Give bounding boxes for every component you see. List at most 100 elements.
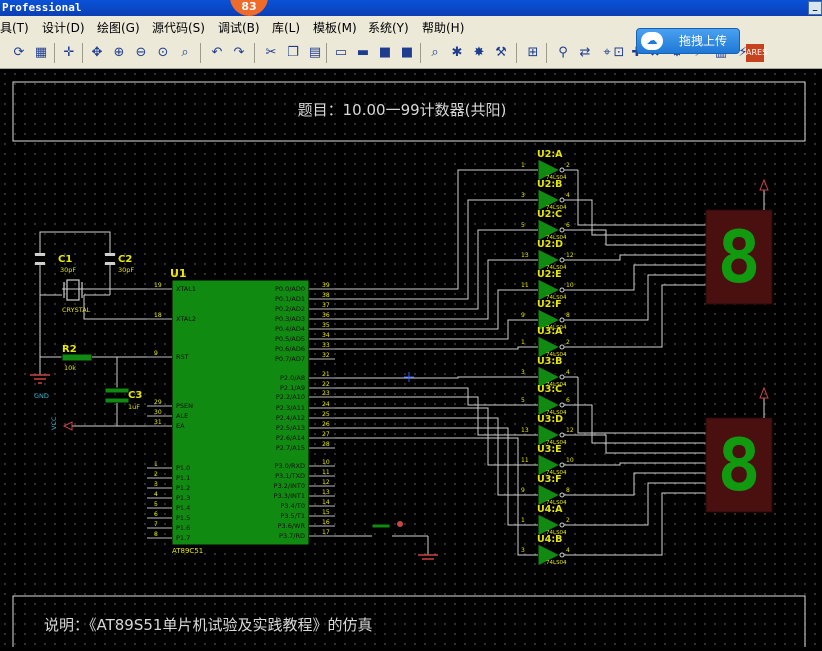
block-move-icon[interactable]: ▬ bbox=[356, 45, 370, 60]
power-arrow-icon bbox=[759, 178, 769, 191]
button-pin bbox=[397, 521, 403, 527]
menu-help[interactable]: 帮助(H) bbox=[422, 21, 465, 35]
paste-icon[interactable]: ▤ bbox=[308, 45, 322, 60]
seven-segment-display bbox=[705, 417, 773, 513]
buffer-part: 74LS04 bbox=[546, 382, 567, 388]
capacitor-c3 bbox=[104, 387, 130, 394]
minimize-button[interactable]: _ bbox=[808, 1, 822, 15]
mcu-pin-number: 31 bbox=[154, 419, 162, 426]
schematic-canvas[interactable]: 题目：10.00一99计数器(共阳)说明：《AT89S51单片机试验及实践教程》… bbox=[0, 69, 822, 651]
mcu-pin-number: 19 bbox=[154, 282, 162, 289]
mcu-body[interactable] bbox=[171, 279, 310, 546]
mcu-pin-name: P3.5/T1 bbox=[280, 512, 305, 520]
description-frame bbox=[12, 595, 806, 651]
mcu-pin-name: P0.4/AD4 bbox=[275, 325, 305, 333]
menu-system[interactable]: 系统(Y) bbox=[368, 21, 409, 35]
menu-source[interactable]: 源代码(S) bbox=[152, 21, 205, 35]
copy-icon[interactable]: ❐ bbox=[287, 45, 299, 60]
pan-icon[interactable]: ✥ bbox=[91, 45, 103, 60]
mcu-pin-number: 2 bbox=[154, 471, 158, 478]
make-device-icon[interactable]: ✱ bbox=[451, 45, 463, 60]
drag-upload-button[interactable]: ☁ 拖拽上传 bbox=[636, 28, 740, 54]
upload-label: 拖拽上传 bbox=[679, 34, 728, 48]
buffer-label: U2:A bbox=[537, 149, 563, 160]
c1-ref: C1 bbox=[58, 254, 72, 265]
wire-autoroute-icon[interactable]: ⊞ bbox=[527, 45, 539, 60]
mcu-pin-name: P1.4 bbox=[176, 504, 190, 512]
buffer-label: U2:D bbox=[537, 239, 563, 250]
segment-wire bbox=[578, 462, 706, 466]
segment-wire bbox=[578, 404, 706, 444]
origin-icon[interactable]: ✛ bbox=[63, 45, 75, 60]
segment-wire bbox=[578, 434, 706, 454]
menu-tools[interactable]: 具(T) bbox=[0, 21, 29, 35]
mcu-pin-name: P1.7 bbox=[176, 534, 190, 542]
decompose-icon[interactable]: ✸ bbox=[473, 45, 485, 60]
block-delete-icon[interactable]: ■ bbox=[400, 45, 414, 60]
grid-icon[interactable]: ▦ bbox=[34, 45, 48, 60]
push-button[interactable] bbox=[371, 523, 391, 529]
undo-icon[interactable]: ↶ bbox=[211, 45, 223, 60]
menu-graph[interactable]: 绘图(G) bbox=[97, 21, 140, 35]
zoom-all-icon[interactable]: ⊙ bbox=[157, 45, 169, 60]
mcu-pin-name: P1.6 bbox=[176, 524, 190, 532]
mcu-pin-number: 8 bbox=[154, 531, 158, 538]
mcu-pin-number: 27 bbox=[322, 431, 330, 438]
menu-debug[interactable]: 调试(B) bbox=[218, 21, 260, 35]
menu-library[interactable]: 库(L) bbox=[272, 21, 301, 35]
zoom-area-icon[interactable]: ⌕ bbox=[181, 45, 189, 60]
resistor-r2 bbox=[61, 353, 93, 362]
mcu-pin-number: 37 bbox=[322, 302, 330, 309]
segment-wire bbox=[578, 492, 706, 556]
pick-device-icon[interactable]: ⌕ bbox=[431, 45, 439, 60]
mcu-pin-number: 14 bbox=[322, 499, 330, 506]
mcu-pin-number: 18 bbox=[154, 312, 162, 319]
buffer-pin-in: 11 bbox=[521, 282, 529, 289]
segment-wire bbox=[578, 254, 706, 261]
mcu-pin-name: P3.1/TXD bbox=[275, 472, 305, 480]
mcu-pin-number: 6 bbox=[154, 511, 158, 518]
mcu-pin-name: P2.3/A11 bbox=[276, 404, 305, 412]
segment-wire bbox=[578, 274, 706, 321]
redo-icon[interactable]: ↷ bbox=[233, 45, 245, 60]
schematic-description: 说明：《AT89S51单片机试验及实践教程》的仿真 bbox=[44, 616, 372, 634]
mcu-pin-name: EA bbox=[176, 422, 185, 430]
mcu-pin-number: 1 bbox=[154, 461, 158, 468]
power-icon[interactable]: ⚡ bbox=[738, 45, 748, 60]
buffer-pin-out: 12 bbox=[566, 252, 574, 259]
osc-wire bbox=[39, 231, 111, 253]
buffer-pin-out: 4 bbox=[566, 192, 570, 199]
tools-icon[interactable]: ⚒ bbox=[495, 45, 507, 60]
refresh-icon[interactable]: ⟳ bbox=[13, 45, 25, 60]
mcu-pin-number: 23 bbox=[322, 390, 330, 397]
block-copy-icon[interactable]: ▭ bbox=[334, 45, 348, 60]
buffer-pin-in: 1 bbox=[521, 517, 525, 524]
netlist-icon[interactable]: ⌖ bbox=[603, 45, 611, 60]
mcu-pin-name: P2.4/A12 bbox=[276, 414, 305, 422]
zoom-out-icon[interactable]: ⊖ bbox=[135, 45, 147, 60]
mcu-pin-number: 16 bbox=[322, 519, 330, 526]
p2-wire bbox=[335, 437, 520, 556]
property-icon[interactable]: ⇄ bbox=[579, 45, 591, 60]
cut-icon[interactable]: ✂ bbox=[265, 45, 277, 60]
mcu-pin-name: P1.3 bbox=[176, 494, 190, 502]
capacitor-c3 bbox=[104, 397, 130, 404]
block-rotate-icon[interactable]: ■ bbox=[378, 45, 392, 60]
mcu-pin-number: 12 bbox=[322, 479, 330, 486]
new-sheet-icon[interactable]: ⊡ bbox=[613, 45, 625, 60]
mcu-pin-name: P2.2/A10 bbox=[276, 393, 305, 401]
segment-wire bbox=[578, 284, 706, 348]
buffer-part: 74LS04 bbox=[546, 235, 567, 241]
mcu-pin-name: P0.1/AD1 bbox=[275, 295, 305, 303]
menu-design[interactable]: 设计(D) bbox=[42, 21, 85, 35]
p0-wire bbox=[335, 346, 520, 350]
mcu-pin-number: 25 bbox=[322, 411, 330, 418]
ares-icon[interactable]: ARES bbox=[746, 44, 767, 62]
capacitor-plate bbox=[105, 253, 115, 256]
search-icon[interactable]: ⚲ bbox=[558, 45, 568, 60]
notification-badge[interactable]: 83 bbox=[230, 0, 268, 16]
c2-value: 30pF bbox=[118, 266, 134, 274]
menu-template[interactable]: 模板(M) bbox=[313, 21, 357, 35]
mcu-pin-number: 28 bbox=[322, 441, 330, 448]
zoom-in-icon[interactable]: ⊕ bbox=[113, 45, 125, 60]
